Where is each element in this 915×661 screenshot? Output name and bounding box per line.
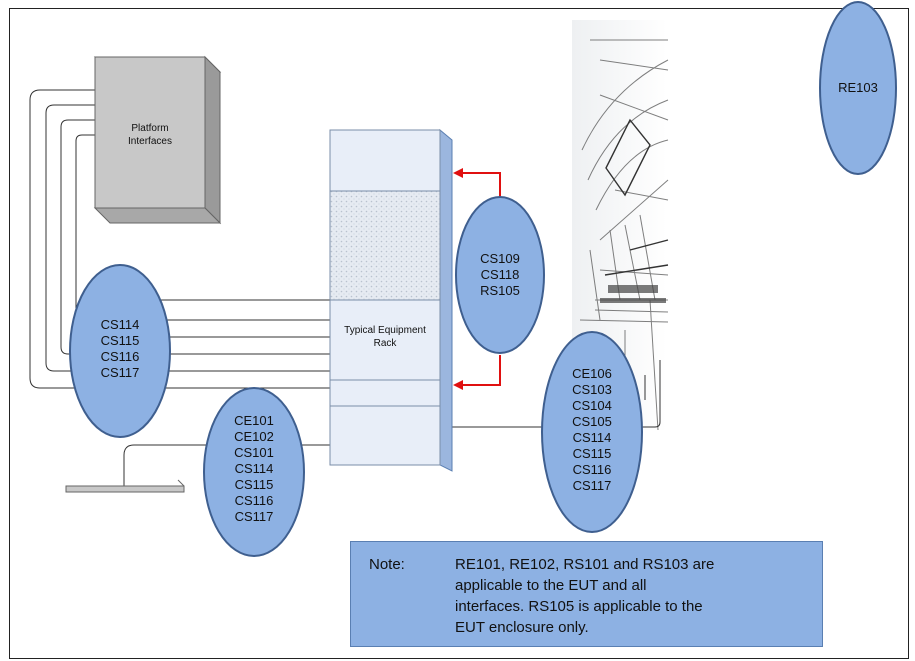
platform-interfaces-box bbox=[93, 55, 222, 225]
ellipse-re103 bbox=[819, 1, 897, 175]
ellipse-cs114-left-text: CS114 CS115 CS116 CS117 bbox=[100, 317, 140, 380]
note-line-2: applicable to the EUT and all bbox=[455, 577, 647, 594]
platform-label: Platform Interfaces bbox=[128, 123, 172, 147]
ellipse-ce106-text: CE106 CS103 CS104 CS105 CS114 CS115 CS11… bbox=[572, 366, 612, 493]
ellipse-cs109-group bbox=[455, 196, 545, 354]
cable-lines bbox=[29, 89, 661, 486]
note-line-4: EUT enclosure only. bbox=[455, 619, 589, 636]
ellipse-ce101-text: CE101 CE102 CS101 CS114 CS115 CS116 CS11… bbox=[234, 413, 274, 524]
rack-label: Typical Equipment Rack bbox=[344, 325, 426, 349]
ellipse-re103-text: RE103 bbox=[838, 80, 878, 95]
ellipse-ce106-group bbox=[541, 331, 643, 533]
note-box: Note: RE101, RE102, RS101 and RS103 are … bbox=[350, 541, 823, 647]
note-line-3: interfaces. RS105 is applicable to the bbox=[455, 598, 703, 615]
note-line-1: RE101, RE102, RS101 and RS103 are bbox=[455, 556, 715, 573]
ellipse-ce101-group bbox=[203, 387, 305, 557]
note-label: Note: bbox=[369, 556, 405, 573]
susceptibility-arrows bbox=[453, 168, 501, 390]
lower-box bbox=[65, 479, 185, 493]
equipment-rack bbox=[329, 128, 453, 472]
ellipse-cs114-group-left bbox=[69, 264, 171, 438]
ellipse-cs109-text: CS109 CS118 RS105 bbox=[480, 251, 520, 298]
